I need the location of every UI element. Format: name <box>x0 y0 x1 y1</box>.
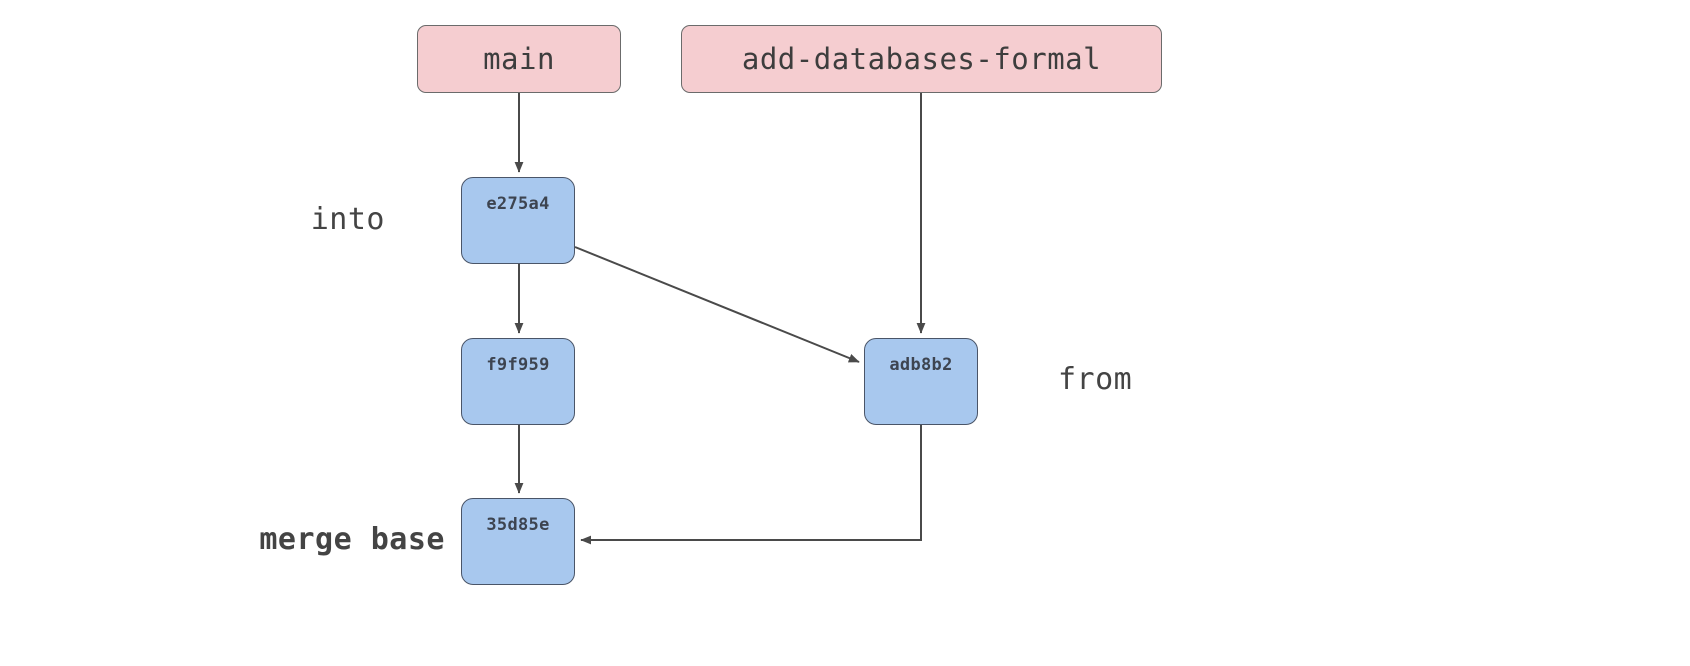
branch-label-main: main <box>483 42 555 76</box>
commit-node-e275a4[interactable]: e275a4 <box>461 177 575 264</box>
commit-hash-35d85e: 35d85e <box>486 515 550 535</box>
commit-node-f9f959[interactable]: f9f959 <box>461 338 575 425</box>
commit-node-adb8b2[interactable]: adb8b2 <box>864 338 978 425</box>
commit-hash-e275a4: e275a4 <box>486 194 550 214</box>
branch-label-add-databases-formal: add-databases-formal <box>741 42 1102 76</box>
commit-hash-f9f959: f9f959 <box>486 355 550 375</box>
commit-hash-adb8b2: adb8b2 <box>889 355 953 375</box>
annotation-into: into <box>310 202 385 237</box>
commit-node-35d85e[interactable]: 35d85e <box>461 498 575 585</box>
edge-adb8b2-to-35d85e <box>580 425 922 545</box>
edge-e275a4-to-adb8b2 <box>574 246 860 363</box>
branch-node-main[interactable]: main <box>417 25 621 93</box>
branch-node-add-databases-formal[interactable]: add-databases-formal <box>681 25 1162 93</box>
annotation-from: from <box>1058 362 1133 397</box>
annotation-merge-base: merge base <box>259 522 445 557</box>
